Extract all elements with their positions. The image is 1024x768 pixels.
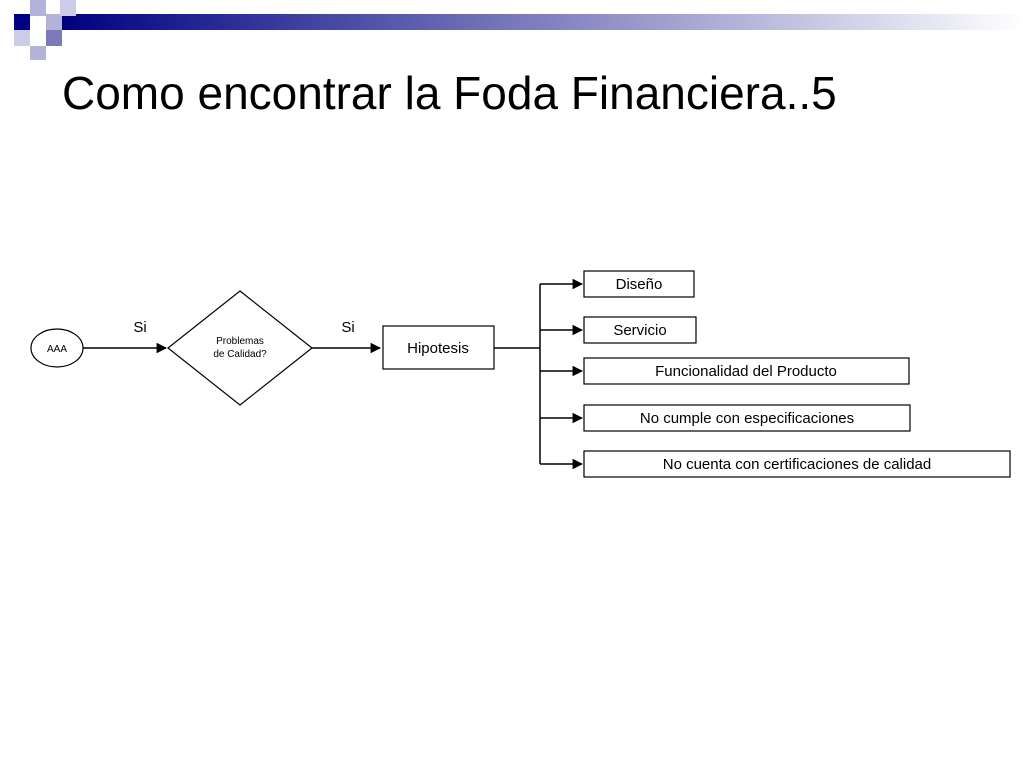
branch-label: Funcionalidad del Producto <box>655 363 837 380</box>
header-square-light <box>30 0 46 16</box>
header-square-light <box>30 46 46 60</box>
yes-label: Si <box>133 319 146 336</box>
branch-label: Diseño <box>616 276 663 293</box>
header-decoration <box>14 0 1024 60</box>
branch-box-servicio <box>583 316 697 344</box>
branch-box-especificaciones <box>583 404 911 432</box>
header-gradient-band <box>60 14 1024 30</box>
branch-label: Servicio <box>613 322 666 339</box>
header-square-light <box>14 30 30 46</box>
decision-label-line1: Problemas <box>216 336 264 347</box>
branch-box-certificaciones <box>583 450 1011 478</box>
branch-box-funcionalidad <box>583 357 910 385</box>
header-square-dark <box>14 14 30 30</box>
decision-diamond <box>167 290 313 406</box>
yes-label: Si <box>341 319 354 336</box>
branch-label: No cumple con especificaciones <box>640 410 854 427</box>
header-square-light <box>46 14 62 30</box>
hypothesis-box <box>382 325 495 370</box>
decision-label-line2: de Calidad? <box>213 349 267 360</box>
header-square-mid <box>46 30 62 46</box>
header-square-light <box>60 0 76 16</box>
branch-box-diseno <box>583 270 695 298</box>
start-node-label: AAA <box>47 344 67 355</box>
slide-title: Como encontrar la Foda Financiera..5 <box>62 67 837 119</box>
branch-label: No cuenta con certificaciones de calidad <box>663 456 932 473</box>
hypothesis-label: Hipotesis <box>407 340 469 357</box>
